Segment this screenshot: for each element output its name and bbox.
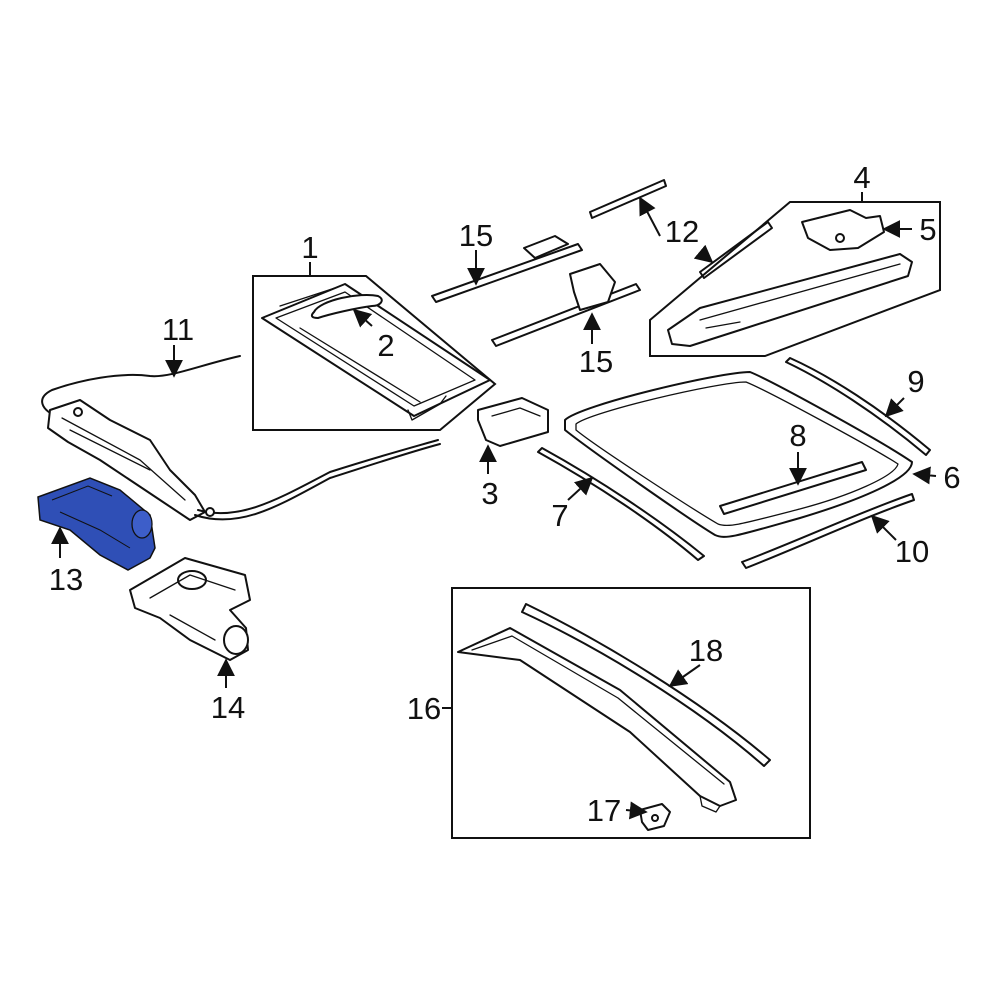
part-14-motor[interactable] [129,557,251,661]
part-13-control-module[interactable] [37,477,156,571]
part-17-clip[interactable] [639,803,671,831]
part-18-seal[interactable] [521,603,771,767]
part-6-glass-seal[interactable] [564,371,913,538]
callout-2[interactable]: 2 [377,328,394,363]
callout-9[interactable]: 9 [907,364,924,399]
callout-11[interactable]: 11 [162,312,194,347]
callout-7[interactable]: 7 [551,498,568,533]
callout-3[interactable]: 3 [481,476,498,511]
callout-16[interactable]: 16 [407,691,441,726]
part-15-lower-rail[interactable] [491,263,641,347]
callout-15-upper[interactable]: 15 [459,218,493,253]
callout-14[interactable]: 14 [211,690,245,725]
part-16-sunshade[interactable] [457,627,737,813]
group-box-1 [252,275,497,431]
part-9-seal-strip[interactable] [785,357,931,456]
part-4-rail-assembly[interactable] [667,253,913,347]
callout-6[interactable]: 6 [943,460,960,495]
callout-1[interactable]: 1 [301,230,318,265]
part-15-upper-rail[interactable] [431,235,583,303]
part-3-bracket[interactable] [477,397,549,447]
part-10-seal-strip[interactable] [741,493,915,569]
group-box-4 [649,201,941,357]
leader-lines [51,192,937,820]
group-box-16 [451,587,811,839]
part-11-cable-assembly[interactable] [41,355,441,521]
callout-4[interactable]: 4 [853,160,870,195]
part-5-clip[interactable] [801,209,885,251]
part-8-deflector[interactable] [719,461,867,515]
callout-5[interactable]: 5 [919,212,936,247]
callout-17[interactable]: 17 [587,793,621,828]
callout-12[interactable]: 12 [665,214,699,249]
callout-labels: 1 2 3 4 5 6 7 8 9 10 11 12 13 14 15 15 1… [49,160,961,828]
callout-8[interactable]: 8 [789,418,806,453]
callout-15-lower[interactable]: 15 [579,344,613,379]
part-2-seal[interactable] [310,294,383,319]
callout-13[interactable]: 13 [49,562,83,597]
callout-10[interactable]: 10 [895,534,929,569]
callout-18[interactable]: 18 [689,633,723,668]
